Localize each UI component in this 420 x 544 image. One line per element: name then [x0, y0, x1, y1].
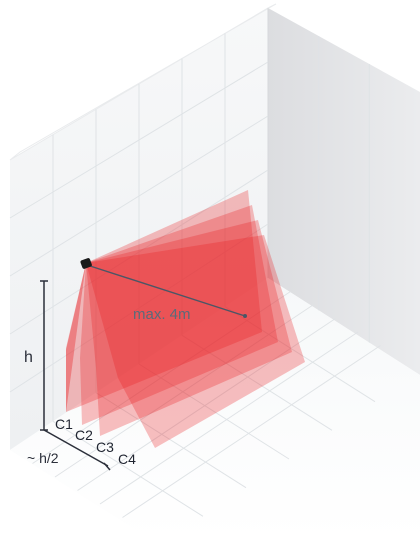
floor — [10, 278, 420, 539]
range-label: max. 4m — [133, 306, 191, 323]
wall-grid-line — [9, 61, 269, 219]
range-endpoint — [243, 314, 247, 318]
floor-grid-line — [52, 420, 204, 517]
offset-label: ~ h/2 — [27, 450, 59, 466]
floor-grid-line — [32, 291, 291, 464]
wall-grid-line — [9, 223, 269, 393]
floor-grid-line — [77, 318, 336, 491]
floor-grid-line — [99, 331, 359, 505]
wall-grid-line — [9, 115, 269, 277]
curtain-c3 — [86, 220, 292, 436]
curtain-label-c2: C2 — [75, 427, 93, 443]
curtain-core — [66, 263, 86, 412]
floor-grid-line — [95, 392, 247, 489]
curtain-label-c4: C4 — [118, 451, 136, 467]
wall-grid-line — [9, 169, 269, 335]
floor-grid-line — [224, 306, 376, 403]
curtain-c1 — [66, 190, 262, 412]
curtain-label-c1: C1 — [55, 416, 73, 432]
detection-curtains — [66, 190, 305, 448]
height-label: h — [24, 349, 33, 366]
grid-lines — [9, 33, 381, 518]
sensor-icon — [80, 258, 92, 269]
curtain-label-c3: C3 — [96, 439, 114, 455]
curtain-c4 — [86, 235, 305, 448]
floor-grid-line — [54, 304, 314, 478]
floor-grid-line — [138, 363, 290, 460]
floor-grid-line — [181, 334, 333, 431]
offset-dimension — [43, 429, 111, 471]
range-line — [86, 264, 246, 317]
curtain-c2 — [80, 205, 278, 425]
floor-grid-line — [122, 345, 381, 518]
range-indicator: max. 4m — [86, 264, 247, 323]
right-wall — [268, 8, 420, 375]
